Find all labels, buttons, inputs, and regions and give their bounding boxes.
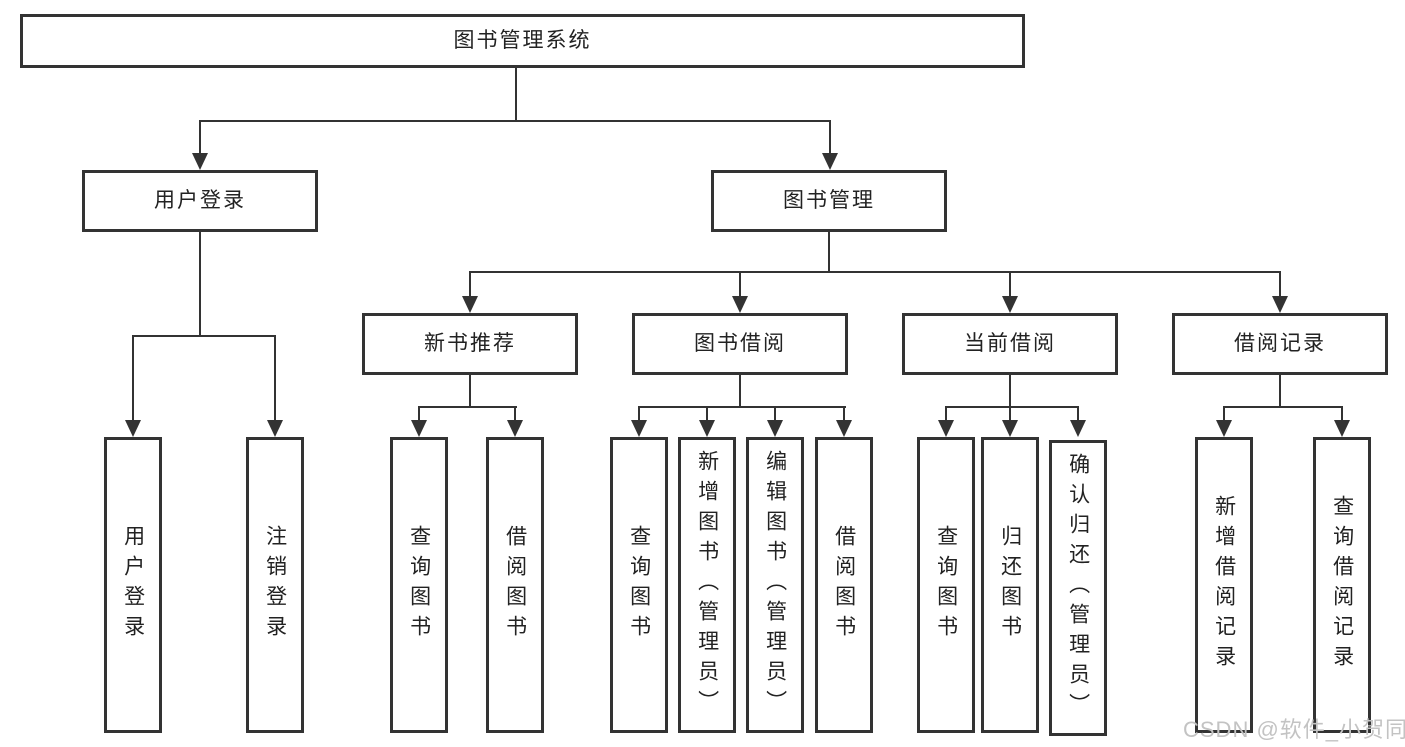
leaf-borrow-book: 借阅图书 (815, 437, 873, 733)
arrow-down-icon (125, 420, 141, 437)
connector-line (945, 406, 1079, 408)
arrow-down-icon (1272, 296, 1288, 313)
arrow-down-icon (732, 296, 748, 313)
connector-line (638, 406, 640, 422)
connector-line (199, 120, 201, 155)
leaf-return-book: 归还图书 (981, 437, 1039, 733)
connector-line (1077, 406, 1079, 422)
arrow-down-icon (767, 420, 783, 437)
node-current-borrow-label: 当前借阅 (964, 332, 1056, 356)
leaf-query-book-borrow-label: 查询图书 (627, 525, 651, 645)
connector-line (774, 406, 776, 422)
leaf-borrow-book-recommend: 借阅图书 (486, 437, 544, 733)
arrow-down-icon (1216, 420, 1232, 437)
arrow-down-icon (1070, 420, 1086, 437)
connector-line (1223, 406, 1343, 408)
leaf-query-book-borrow: 查询图书 (610, 437, 668, 733)
node-borrow-records: 借阅记录 (1172, 313, 1388, 375)
csdn-watermark: CSDN @软件_小贺同学 (1183, 717, 1405, 742)
leaf-query-borrow-record-label: 查询借阅记录 (1330, 495, 1354, 675)
connector-line (274, 335, 276, 422)
leaf-add-book-admin: 新增图书（管理员） (678, 437, 736, 733)
connector-line (199, 120, 831, 122)
arrow-down-icon (411, 420, 427, 437)
node-root-label: 图书管理系统 (453, 29, 592, 53)
leaf-user-login: 用户登录 (104, 437, 162, 733)
leaf-edit-book-admin: 编辑图书（管理员） (746, 437, 804, 733)
connector-line (132, 335, 276, 337)
node-book-management-label: 图书管理 (783, 189, 875, 213)
node-book-borrow: 图书借阅 (632, 313, 848, 375)
leaf-query-book-current-label: 查询图书 (934, 525, 958, 645)
leaf-query-borrow-record: 查询借阅记录 (1313, 437, 1371, 733)
connector-line (945, 406, 947, 422)
connector-line (132, 335, 134, 422)
leaf-add-borrow-record-label: 新增借阅记录 (1212, 495, 1236, 675)
leaf-confirm-return-admin-label: 确认归还（管理员） (1066, 453, 1090, 723)
arrow-down-icon (1002, 296, 1018, 313)
leaf-logout: 注销登录 (246, 437, 304, 733)
connector-line (469, 375, 471, 406)
connector-line (469, 271, 1281, 273)
leaf-query-book-recommend-label: 查询图书 (407, 525, 431, 645)
connector-line (739, 271, 741, 298)
arrow-down-icon (267, 420, 283, 437)
connector-line (1009, 271, 1011, 298)
leaf-add-borrow-record: 新增借阅记录 (1195, 437, 1253, 733)
connector-line (843, 406, 845, 422)
arrow-down-icon (836, 420, 852, 437)
arrow-down-icon (462, 296, 478, 313)
leaf-confirm-return-admin: 确认归还（管理员） (1049, 440, 1107, 736)
leaf-query-book-recommend: 查询图书 (390, 437, 448, 733)
connector-line (418, 406, 517, 408)
arrow-down-icon (1002, 420, 1018, 437)
connector-line (469, 271, 471, 298)
leaf-add-book-admin-label: 新增图书（管理员） (695, 450, 719, 720)
node-borrow-records-label: 借阅记录 (1234, 332, 1326, 356)
leaf-edit-book-admin-label: 编辑图书（管理员） (763, 450, 787, 720)
arrow-down-icon (938, 420, 954, 437)
connector-line (829, 120, 831, 155)
leaf-borrow-book-recommend-label: 借阅图书 (503, 525, 527, 645)
leaf-borrow-book-label: 借阅图书 (832, 525, 856, 645)
connector-line (1279, 375, 1281, 406)
arrow-down-icon (822, 153, 838, 170)
arrow-down-icon (631, 420, 647, 437)
connector-line (739, 375, 741, 406)
node-book-management: 图书管理 (711, 170, 947, 232)
connector-line (418, 406, 420, 422)
connector-line (514, 406, 516, 422)
connector-line (199, 232, 201, 337)
arrow-down-icon (699, 420, 715, 437)
connector-line (1279, 271, 1281, 298)
node-user-login-group: 用户登录 (82, 170, 318, 232)
arrow-down-icon (192, 153, 208, 170)
connector-line (828, 232, 830, 273)
connector-line (1341, 406, 1343, 422)
connector-line (638, 406, 846, 408)
leaf-user-login-label: 用户登录 (121, 525, 145, 645)
leaf-query-book-current: 查询图书 (917, 437, 975, 733)
arrow-down-icon (507, 420, 523, 437)
leaf-logout-label: 注销登录 (263, 525, 287, 645)
node-user-login-group-label: 用户登录 (154, 189, 246, 213)
node-current-borrow: 当前借阅 (902, 313, 1118, 375)
connector-line (1009, 375, 1011, 406)
connector-line (515, 68, 517, 120)
connector-line (1223, 406, 1225, 422)
leaf-return-book-label: 归还图书 (998, 525, 1022, 645)
connector-line (706, 406, 708, 422)
node-new-book-recommend: 新书推荐 (362, 313, 578, 375)
node-root: 图书管理系统 (20, 14, 1025, 68)
connector-line (1009, 406, 1011, 422)
node-book-borrow-label: 图书借阅 (694, 332, 786, 356)
arrow-down-icon (1334, 420, 1350, 437)
node-new-book-recommend-label: 新书推荐 (424, 332, 516, 356)
